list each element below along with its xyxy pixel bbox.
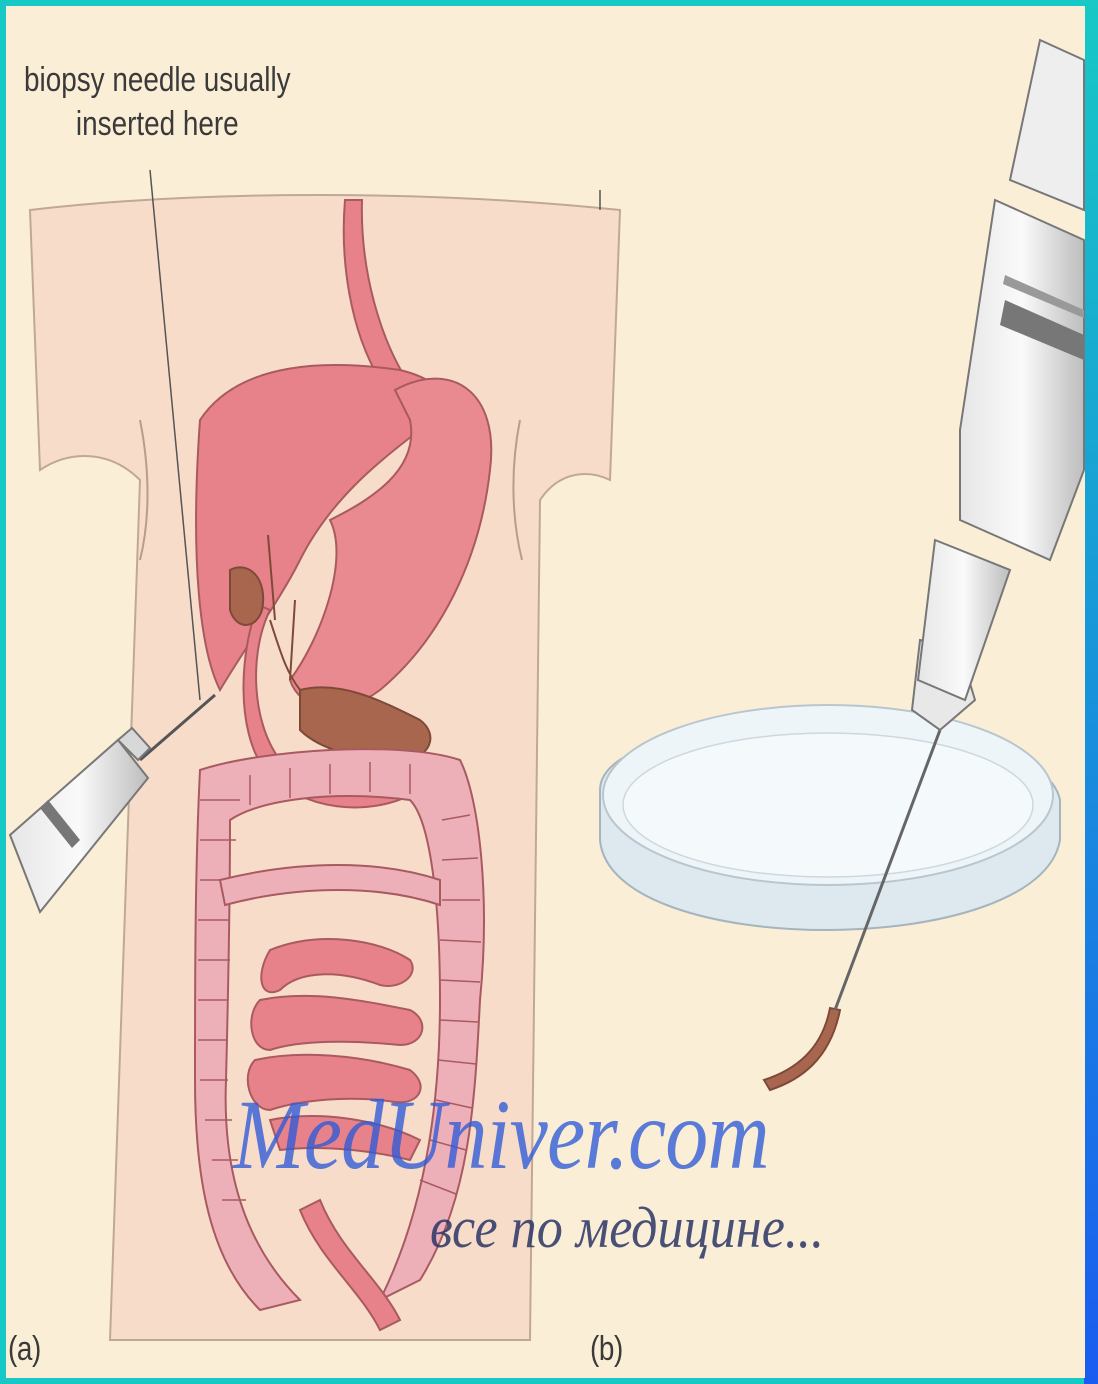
callout-label: biopsy needle usually inserted here bbox=[22, 58, 293, 146]
panel-b-label: (b) bbox=[590, 1326, 623, 1372]
callout-line2: inserted here bbox=[22, 102, 293, 146]
callout-line1: biopsy needle usually bbox=[22, 58, 293, 102]
watermark-sub: все по медицине... bbox=[430, 1196, 824, 1260]
frame-right-edge bbox=[1084, 0, 1098, 1384]
panel-a-label: (a) bbox=[8, 1326, 41, 1372]
watermark-main: MedUniver.com bbox=[233, 1080, 769, 1190]
petri-dish bbox=[600, 705, 1060, 930]
